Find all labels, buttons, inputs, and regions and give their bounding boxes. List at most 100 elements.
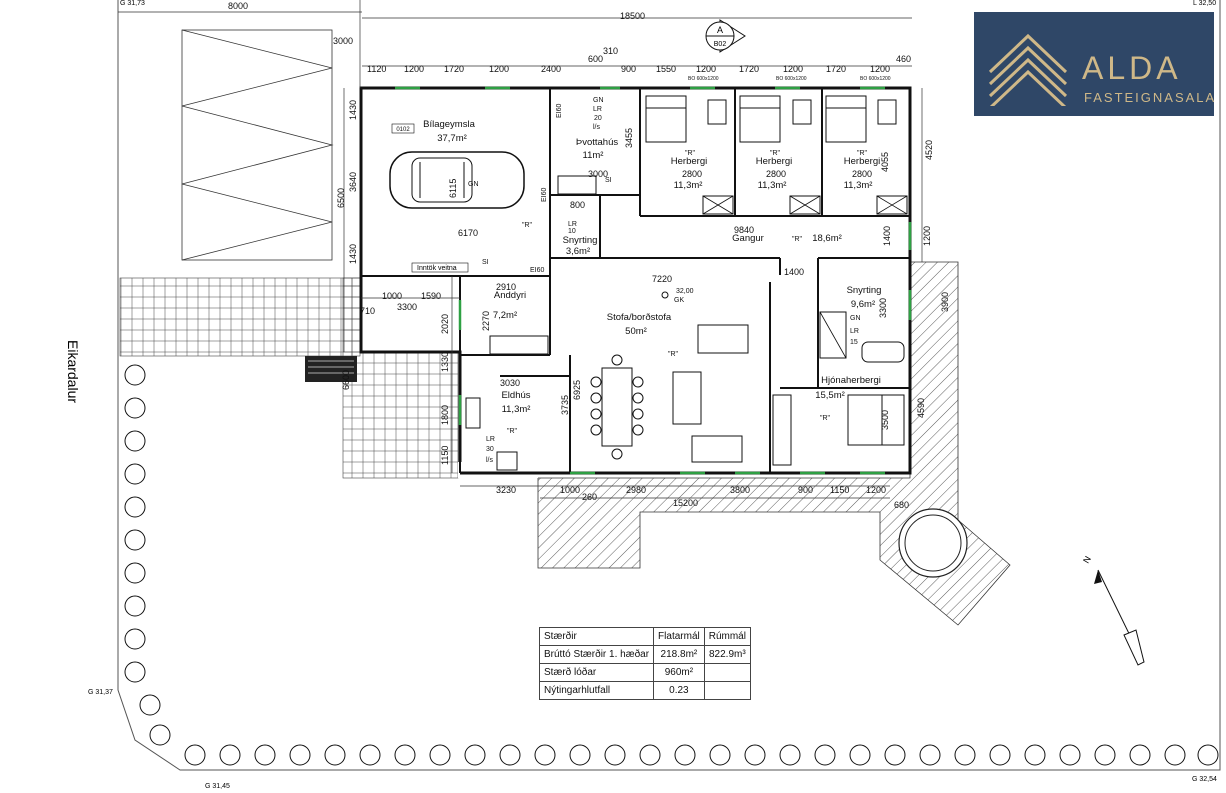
plan-label: "R": [685, 150, 696, 157]
plan-label: 8000: [228, 1, 248, 11]
plan-label: 7220: [652, 274, 672, 284]
plan-label: GN: [468, 181, 479, 188]
plan-label: Stofa/borðstofa: [607, 312, 672, 323]
sofa: [672, 371, 702, 425]
plan-label: 9,6m²: [851, 299, 875, 310]
plan-label: GK: [674, 297, 684, 304]
street-name: Eikardalur: [65, 340, 81, 403]
drain-grate: [305, 356, 357, 382]
plan-label: 3300: [878, 298, 888, 318]
plan-label: 1800: [440, 405, 450, 425]
table-cell: Brúttó Stærðir 1. hæðar: [538, 645, 655, 664]
corner-label-tr: L 32,50: [1193, 0, 1216, 7]
car-icon: [389, 151, 525, 209]
table-header: Stærðir: [538, 627, 655, 646]
house-roof-icon: [988, 33, 1068, 106]
section-code: B02: [714, 41, 727, 48]
plan-label: Herbergi: [756, 156, 792, 167]
plan-label: GN: [850, 315, 861, 322]
plan-label: EI60: [541, 187, 548, 202]
plan-label: 1200: [870, 64, 890, 74]
plan-label: 1400: [882, 226, 892, 246]
plan-label: 710: [360, 306, 375, 316]
hot-tub: [898, 508, 968, 578]
plan-label: 4520: [924, 140, 934, 160]
plan-label: 1550: [656, 64, 676, 74]
plan-label: BO 600x1200: [776, 76, 807, 82]
plan-label: 2020: [440, 314, 450, 334]
plan-label: 18500: [620, 11, 645, 21]
corner-label-bl2: G 31,45: [205, 783, 230, 790]
plan-label: 3735: [560, 395, 570, 415]
plan-label: "R": [820, 415, 831, 422]
plan-label: 0102: [396, 127, 410, 133]
north-arrow-icon: N: [1081, 554, 1145, 666]
plan-label: 2270: [481, 311, 491, 331]
parking-area: [181, 29, 333, 261]
plan-label: Inntök veitna: [417, 265, 457, 272]
logo-subtitle: FASTEIGNASALA: [1084, 90, 1217, 105]
plan-label: 1720: [444, 64, 464, 74]
plan-label: "R": [857, 150, 868, 157]
plan-label: SI: [482, 259, 489, 266]
plan-label: 6170: [458, 228, 478, 238]
desk: [707, 99, 727, 125]
plan-label: EI60: [556, 103, 563, 118]
plan-label: 1200: [696, 64, 716, 74]
dining-table: [601, 367, 633, 447]
plan-label: 2910: [496, 282, 516, 292]
plan-label: 1200: [489, 64, 509, 74]
tree-row-left: [124, 364, 171, 746]
corner-label-tl: G 31,73: [120, 0, 145, 7]
plan-label: 20: [594, 115, 602, 122]
plan-label: 1400: [784, 267, 804, 277]
plan-label: 37,7m²: [437, 133, 467, 144]
alda-logo: ALDA FASTEIGNASALA: [974, 12, 1214, 116]
plan-label: Bílageymsla: [423, 119, 475, 130]
table-header: Flatarmál: [653, 627, 705, 646]
plan-label: 800: [570, 200, 585, 210]
plan-label: LR: [593, 106, 602, 113]
plan-label: 3500: [880, 410, 890, 430]
logo-name: ALDA: [1082, 50, 1182, 86]
plan-label: GN: [593, 97, 604, 104]
table-header: Rúmmál: [703, 627, 751, 646]
plan-label: 10: [568, 228, 576, 235]
plan-label: 600: [588, 54, 603, 64]
plan-label: 32,00: [676, 288, 694, 295]
plan-label: 3900: [940, 292, 950, 312]
plan-label: 680: [894, 500, 909, 510]
plan-label: 7,2m²: [493, 310, 517, 321]
plan-label: 15: [850, 339, 858, 346]
plan-label: 3230: [496, 485, 516, 495]
section-letter: A: [717, 25, 723, 35]
plan-label: 1120: [367, 64, 386, 74]
plan-label: "R": [770, 150, 781, 157]
plan-label: 6600: [341, 370, 351, 390]
plan-label: LR: [850, 328, 859, 335]
plan-label: 3640: [348, 172, 358, 192]
plan-label: 1150: [830, 485, 849, 495]
plan-label: 11m²: [583, 150, 604, 161]
plan-label: 1200: [866, 485, 886, 495]
plan-label: 50m²: [625, 326, 647, 337]
plan-label: 2800: [682, 169, 702, 179]
paved-area: [119, 277, 361, 357]
plan-label: EI60: [530, 267, 545, 274]
corner-label-bl: G 31,37: [88, 689, 113, 696]
plan-label: 3300: [397, 302, 417, 312]
plan-label: 900: [621, 64, 636, 74]
plan-label: Anddyri: [494, 290, 526, 301]
plan-label: "R": [507, 428, 518, 435]
bathtub: [861, 341, 905, 363]
plan-label: 11,3m²: [674, 180, 703, 191]
plan-label: Snyrting: [847, 285, 882, 296]
plan-label: 1720: [826, 64, 846, 74]
table-cell: Nýtingarhlutfall: [538, 681, 655, 700]
plan-label: l/s: [593, 124, 601, 131]
plan-label: BO 600x1200: [688, 76, 719, 82]
plan-label: 1330: [440, 352, 450, 372]
plan-label: 260: [582, 492, 597, 502]
plan-label: Eldhús: [501, 390, 530, 401]
